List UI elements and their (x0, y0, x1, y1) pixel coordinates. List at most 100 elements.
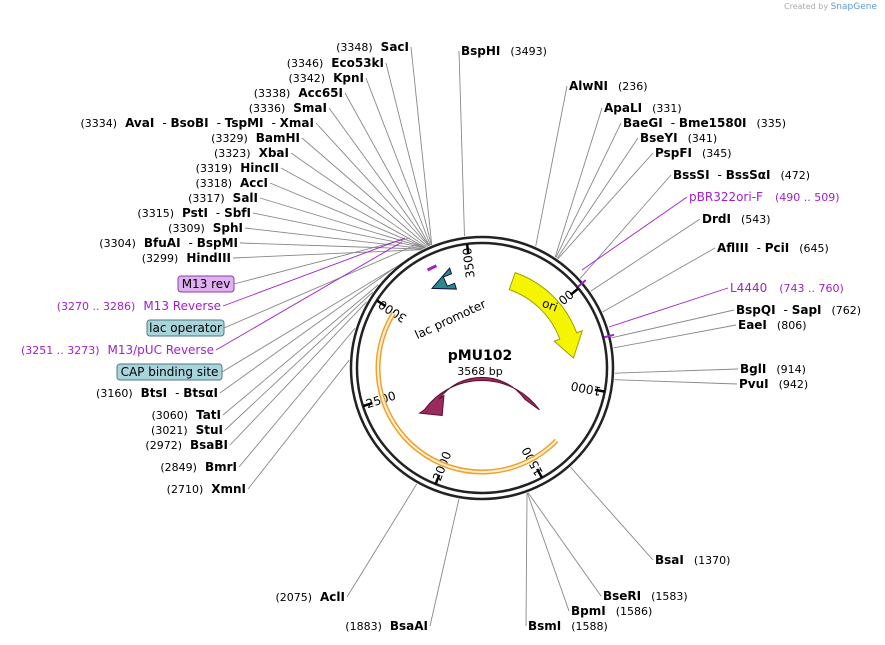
site-label: (3309)SphI (168, 221, 243, 235)
site-label: AlwNI(236) (569, 79, 648, 93)
leader-line (238, 327, 356, 468)
site-label: (3299)HindIII (142, 251, 231, 265)
snapgene-logo: SnapGene (830, 2, 877, 12)
site-label: BsmI(1588) (528, 619, 608, 633)
site-label: BspHI(3493) (461, 44, 547, 58)
leader-line (458, 50, 465, 237)
site-label: DrdI(543) (702, 212, 771, 226)
site-label: BaeGI- Bme1580I(335) (623, 116, 786, 130)
site-label: BspQI- SapI(762) (736, 303, 861, 317)
leader-line (555, 122, 622, 258)
leader-line (556, 137, 639, 259)
leader-line (252, 212, 425, 249)
primer-label: (3251 .. 3273)M13/pUC Reverse (21, 343, 214, 357)
leader-line (527, 492, 602, 597)
repB-label: repB (474, 421, 503, 438)
site-label: (3336)SmaI (249, 101, 327, 115)
leader-line (222, 284, 379, 416)
site-label: (3304)BfuAI- BspMI (99, 236, 238, 250)
lac-promoter-label: lac promoter (413, 297, 489, 342)
tick-mark (434, 474, 441, 485)
site-label: ApaLI(331) (604, 101, 682, 115)
site-labels: (3348)SacI (3346)Eco53kI(3342)KpnI(3338)A… (21, 40, 861, 633)
leader-line (570, 466, 654, 561)
tick-label: 1000 (570, 379, 603, 399)
leader-line (232, 249, 422, 259)
leader-line (579, 174, 672, 279)
leader-lines (215, 46, 739, 627)
tick-mark (376, 299, 386, 307)
leader-line (554, 107, 603, 258)
tick-mark (362, 401, 373, 408)
site-label: (3348)SacI (336, 40, 409, 54)
feature-box (116, 363, 223, 381)
site-label: BssSI- BssSαI(472) (673, 168, 810, 182)
leader-line (290, 152, 427, 248)
primer-mark (603, 333, 615, 339)
credit-prefix: Created by (784, 2, 829, 11)
tick-label: 3000 (376, 297, 409, 325)
tick-mark (594, 388, 605, 393)
leader-line (525, 493, 528, 627)
site-label: (3338)Acc65I (254, 86, 343, 100)
site-label: (2849)BmrI (160, 460, 237, 474)
site-label: (2710)XmnI (167, 482, 246, 496)
tick-label: 3500 (460, 247, 478, 279)
leader-line (219, 267, 395, 394)
lac-promoter-feature (430, 267, 458, 290)
site-label: BseRI(1583) (603, 589, 688, 603)
site-label: (1883)BsaAI (345, 619, 428, 633)
leader-line (247, 359, 350, 490)
leader-line (315, 122, 430, 247)
feature-box-label: lac operator (149, 321, 222, 335)
primer-mark (426, 264, 438, 272)
leader-line (215, 241, 403, 351)
leader-line (614, 379, 738, 385)
primer-label: pBR322ori-F(490 .. 509) (689, 190, 840, 204)
site-label: AflIII- PciI(645) (717, 241, 829, 255)
feature-box (177, 275, 235, 293)
site-label: (3346)Eco53kI (287, 56, 384, 70)
leader-line (385, 62, 432, 246)
leader-line (280, 167, 426, 248)
leader-line (344, 92, 430, 246)
repB-feature (418, 376, 540, 417)
tick-mark (465, 243, 470, 254)
feature-box-label: M13 rev (182, 277, 231, 291)
primer-mark (577, 279, 587, 288)
site-label: (3323)XbaI (214, 146, 289, 160)
site-label: (3315)PstI- SbfI (137, 206, 251, 220)
leader-line (557, 152, 654, 260)
ori-feature (508, 271, 584, 359)
leader-line (224, 291, 374, 431)
site-label: (3334)AvaI- BsoBI- TspMI- XmaI (80, 116, 314, 130)
leader-line (233, 237, 411, 285)
tick-mark (569, 287, 580, 296)
site-label: (3060)TatI (151, 408, 221, 422)
site-label: (3318)AccI (195, 176, 268, 190)
leader-line (527, 492, 570, 612)
site-label: (3319)HincII (196, 161, 279, 175)
leader-line (365, 77, 431, 246)
leader-line (429, 498, 460, 627)
site-label: BglI(914) (740, 362, 806, 376)
leader-line (410, 46, 433, 245)
site-label: (3021)StuI (151, 423, 223, 437)
snapgene-credit: Created by SnapGene (784, 2, 877, 12)
site-label: BseYI(341) (640, 131, 717, 145)
site-label: EaeI(806) (738, 318, 807, 332)
site-label: PspFI(345) (655, 146, 732, 160)
leader-line (611, 309, 735, 339)
ori-label: ori (540, 296, 559, 314)
leader-line (301, 137, 428, 247)
site-label: (3342)KpnI (289, 71, 364, 85)
site-label: (3160)BtsI- BtsαI (96, 386, 218, 400)
leader-line (614, 368, 739, 374)
backbone (349, 235, 615, 501)
feature-box-label: CAP binding site (121, 365, 219, 379)
leader-line (244, 227, 424, 250)
site-label: BsaI(1370) (655, 553, 730, 567)
site-label: BpmI(1586) (571, 604, 652, 618)
site-label: PvuI(942) (739, 377, 808, 391)
